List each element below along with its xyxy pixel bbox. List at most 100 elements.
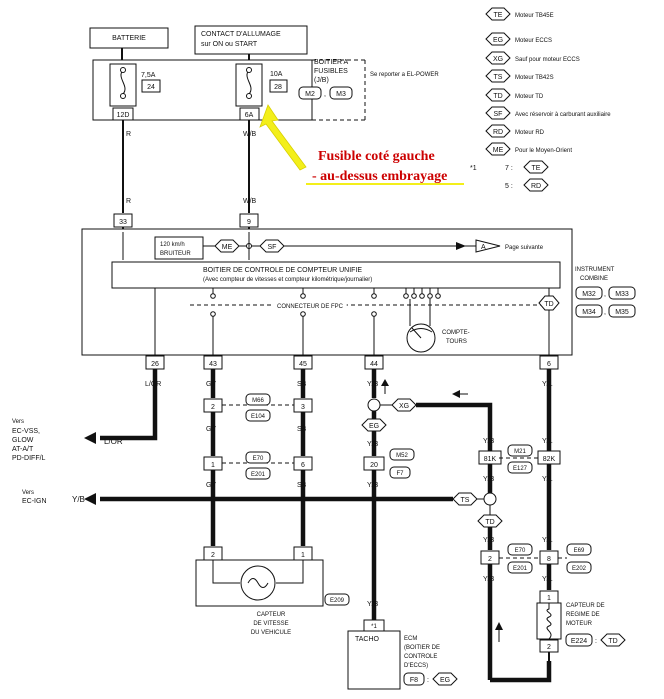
- pin-33: 33: [119, 219, 127, 226]
- connector-m35-badge: [608, 304, 636, 318]
- dest-2: EC-IGN: [22, 498, 47, 505]
- annotation-arrow: [259, 104, 307, 171]
- e127-label: E127: [513, 466, 528, 472]
- legend-code-td: TD: [493, 93, 502, 100]
- sf-label: SF: [268, 244, 277, 251]
- legend-text-me: Pour le Moyen-Orient: [515, 148, 572, 154]
- legend-td-badge: [485, 88, 511, 102]
- fuse-1-bottom-terminal: [120, 93, 126, 99]
- fuse-box-label-2: FUSIBLES: [314, 68, 348, 75]
- connector-m33: M33: [615, 291, 629, 298]
- ignition-switch-box: [194, 25, 308, 55]
- ecm-box: [347, 630, 401, 690]
- eg2-badge: [432, 672, 458, 686]
- fuse-2-number: 28: [274, 84, 282, 91]
- me-label: ME: [222, 244, 233, 251]
- wire-sb-label-3: SB: [297, 482, 307, 489]
- e224-label: E224: [571, 638, 587, 645]
- wire-wb-label-2: W/B: [243, 198, 257, 205]
- conn-3: 3: [301, 404, 305, 411]
- legend-code-me: ME: [493, 147, 504, 154]
- unit-label-1: BOITIER DE CONTROLE DE COMPTEUR UNIFIE: [203, 267, 362, 274]
- rpm-label-2: REGIME DE: [566, 612, 600, 618]
- page-link-a: A: [481, 244, 486, 251]
- wire-yb-label-6: Y/B: [483, 476, 495, 483]
- fuse-2-number-box: [269, 79, 288, 93]
- e224-colon: :: [595, 638, 597, 645]
- legend-text-sf: Avec réservoir à carburant auxiliaire: [515, 112, 611, 118]
- ecm-pin: *1: [371, 624, 377, 630]
- m52-label: M52: [396, 453, 408, 459]
- f7-badge: [389, 466, 411, 479]
- buzzer-box: [154, 236, 204, 260]
- tacho-terminal-1: [403, 293, 409, 299]
- wire-yb-label-4: Y/B: [367, 601, 379, 608]
- legend-text-ts: Moteur TB42S: [515, 75, 554, 81]
- td3-badge: [600, 633, 626, 647]
- vss-lead-2: [276, 560, 304, 584]
- page-link-arrowhead: [456, 242, 466, 250]
- pin-9: 9: [247, 219, 251, 226]
- unit-terminal-1: [210, 293, 216, 299]
- td-badge-2: [477, 514, 503, 528]
- yb-splice-2: [483, 492, 497, 506]
- legend-sf-badge: [485, 106, 511, 120]
- wire-yb-label-1: Y/B: [367, 381, 379, 388]
- legend-me-badge: [485, 142, 511, 156]
- fuse-1-top-terminal: [120, 67, 126, 73]
- fuse-2-rating: 10A: [270, 71, 283, 78]
- footnote-te: TE: [532, 165, 541, 172]
- connector-comma: ,: [324, 91, 326, 98]
- connector-m2-badge: [298, 86, 322, 100]
- wire-yl-label-4: Y/L: [542, 537, 553, 544]
- e70b-label: E70: [515, 548, 526, 554]
- unified-meter-control-unit: [111, 261, 561, 289]
- wire-yb-label-2: Y/B: [367, 441, 379, 448]
- fuse-2-bottom-terminal: [246, 93, 252, 99]
- ts-label: TS: [461, 497, 470, 504]
- rpm-pin-1: 1: [547, 595, 551, 602]
- m21-badge: [507, 444, 533, 457]
- unit-terminal-2: [300, 293, 306, 299]
- e104-label: E104: [251, 414, 266, 420]
- footnote-7: 7 :: [505, 165, 513, 172]
- xg-label: XG: [399, 403, 409, 410]
- eg2-label: EG: [440, 677, 450, 684]
- e202-badge: [566, 561, 592, 574]
- f8-colon: :: [427, 677, 429, 684]
- ec-ign-arrowhead: [84, 493, 96, 505]
- e201b-badge: [507, 561, 533, 574]
- dest-1-b: GLOW: [12, 437, 34, 444]
- connector-m32: M32: [582, 291, 596, 298]
- pin-44: 44: [370, 361, 378, 368]
- fuse-1-number: 24: [147, 84, 155, 91]
- vss-sine-wave: [247, 578, 269, 588]
- m66-label: M66: [252, 398, 264, 404]
- lor-arrow-label: L/OR: [104, 437, 123, 446]
- wire-r-label-1: R: [126, 131, 131, 138]
- wire-sb-label-1: SB: [297, 381, 307, 388]
- e70a-label: E70: [253, 456, 264, 462]
- legend-eg-badge: [485, 32, 511, 46]
- wire-gy-label-3: GY: [206, 482, 216, 489]
- e201b-label: E201: [513, 566, 528, 572]
- e202-label: E202: [572, 566, 587, 572]
- footnote-star: *1: [470, 165, 477, 172]
- pin-6a: 6A: [245, 112, 254, 119]
- unit-label-2: (Avec compteur de vitesses et compteur k…: [203, 277, 372, 283]
- annotation-line-2: - au-dessus embrayage: [312, 169, 447, 184]
- fpc-label: CONNECTEUR DE FPC: [277, 304, 344, 310]
- dest-1-c: AT-A/T: [12, 446, 34, 453]
- rpm-pin-2: 2: [547, 644, 551, 651]
- tacho-label-1: COMPTE-: [442, 330, 470, 336]
- footnote-rd: RD: [531, 183, 541, 190]
- vss-label-1: CAPTEUR: [257, 612, 286, 618]
- legend: TE Moteur TB45E EG Moteur ECCS XG Sauf p…: [470, 7, 611, 192]
- wire-lor: [100, 369, 158, 441]
- wire-yb-label-8: Y/B: [483, 576, 495, 583]
- rpm-label-1: CAPTEUR DE: [566, 603, 605, 609]
- vss-pin-2: 2: [211, 552, 215, 559]
- fuse-2-top-terminal: [246, 67, 252, 73]
- pin-43: 43: [209, 361, 217, 368]
